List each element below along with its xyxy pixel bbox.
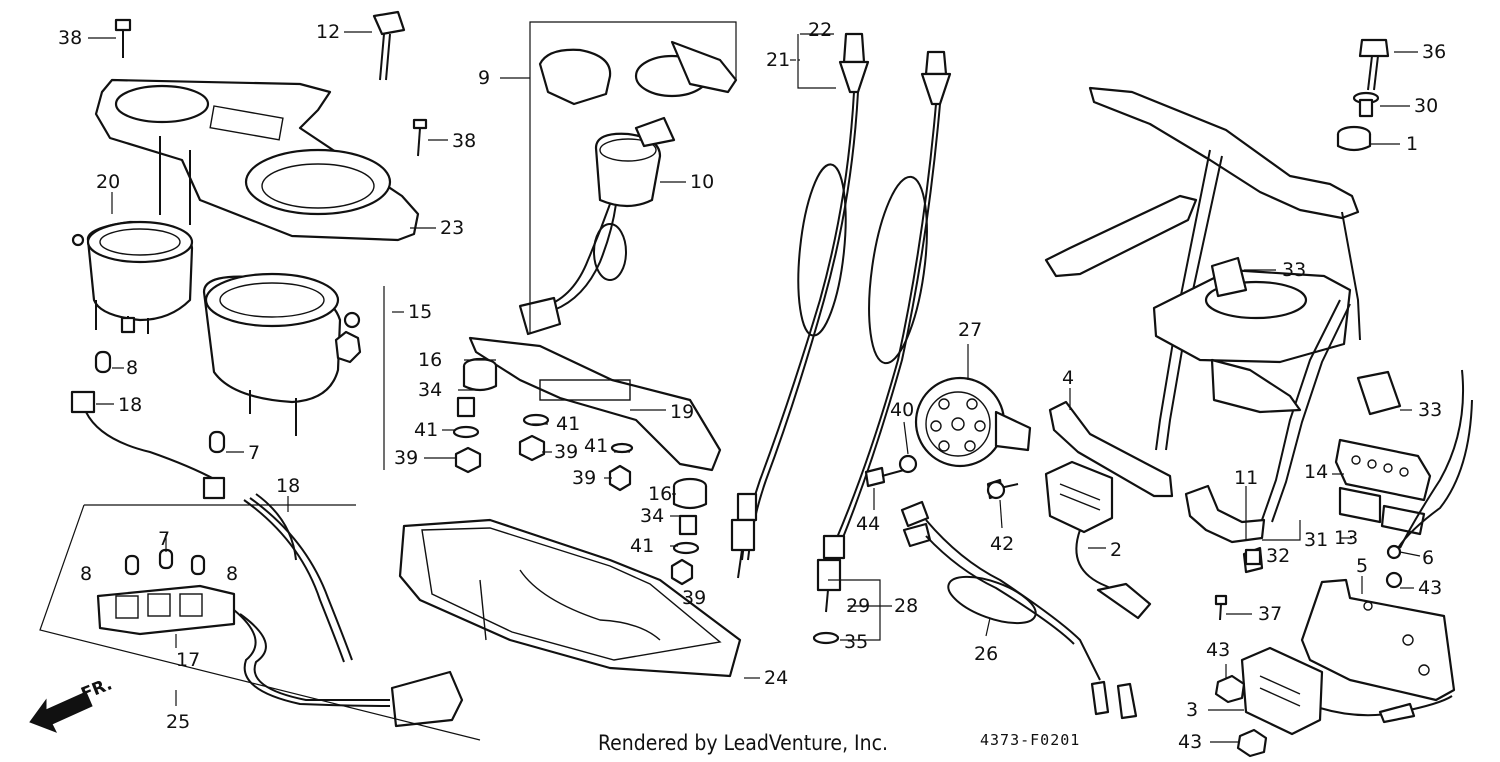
callout-39-b: 39 — [554, 441, 578, 463]
front-direction-label: FR. — [78, 674, 115, 704]
sub-harness-part-25 — [96, 493, 464, 728]
callout-43-b: 43 — [1206, 639, 1230, 661]
bracket-part-5 — [1300, 578, 1456, 702]
callout-16-b: 16 — [648, 483, 672, 505]
callout-17: 17 — [176, 649, 200, 671]
callout-5: 5 — [1356, 555, 1368, 577]
callout-7-a: 7 — [248, 442, 260, 464]
callout-labels: 38 12 38 23 20 9 10 22 21 15 8 18 7 18 1… — [58, 19, 1446, 753]
mount-hardware — [452, 357, 708, 586]
diagram-code: 4373-F0201 — [980, 731, 1081, 749]
speedometer-cable-part-21 — [730, 32, 870, 579]
fasteners — [114, 10, 1403, 758]
callout-6: 6 — [1422, 547, 1434, 569]
callout-38-top: 38 — [58, 27, 82, 49]
callout-40: 40 — [890, 399, 914, 421]
callout-39-a: 39 — [394, 447, 418, 469]
rectifier-part-3 — [1240, 646, 1453, 736]
callout-24: 24 — [764, 667, 788, 689]
callout-1: 1 — [1406, 133, 1418, 155]
horn-part-27 — [864, 376, 1032, 488]
callout-9: 9 — [478, 67, 490, 89]
callout-43-a: 43 — [1418, 577, 1442, 599]
callout-13: 13 — [1334, 527, 1358, 549]
speedometer-part-20 — [71, 220, 194, 334]
mounting-frame — [1044, 86, 1361, 523]
fuse-box-part-14 — [1334, 438, 1432, 536]
callout-29: 29 — [846, 595, 870, 617]
callout-26: 26 — [974, 643, 998, 665]
callout-2: 2 — [1110, 539, 1122, 561]
callout-44: 44 — [856, 513, 880, 535]
callout-10: 10 — [690, 171, 714, 193]
tachometer-cable-part-28 — [812, 50, 952, 645]
callout-14: 14 — [1304, 461, 1328, 483]
callout-42: 42 — [990, 533, 1014, 555]
callout-34-b: 34 — [640, 505, 664, 527]
callout-18-b: 18 — [276, 475, 300, 497]
callout-19: 19 — [670, 401, 694, 423]
leader-lines — [39, 21, 1421, 743]
callout-18-a: 18 — [118, 394, 142, 416]
ground-wire-part-6 — [1386, 369, 1473, 560]
callout-43-c: 43 — [1178, 731, 1202, 753]
callout-31: 31 — [1304, 529, 1328, 551]
callout-4: 4 — [1062, 367, 1074, 389]
callout-20: 20 — [96, 171, 120, 193]
callout-22: 22 — [808, 19, 832, 41]
render-credit: Rendered by LeadVenture, Inc. — [598, 731, 888, 755]
callout-8-c: 8 — [226, 563, 238, 585]
bulbs-and-sockets — [70, 350, 226, 576]
callout-41-c: 41 — [584, 435, 608, 457]
callout-32: 32 — [1266, 545, 1290, 567]
callout-30: 30 — [1414, 95, 1438, 117]
front-direction-arrow: FR. — [29, 674, 115, 733]
meter-case-part-24 — [398, 518, 742, 678]
tachometer-part-15 — [202, 272, 362, 436]
callout-36: 36 — [1422, 41, 1446, 63]
callout-11: 11 — [1234, 467, 1258, 489]
callout-8-a: 8 — [126, 357, 138, 379]
callout-23: 23 — [440, 217, 464, 239]
callout-15: 15 — [408, 301, 432, 323]
callout-25: 25 — [166, 711, 190, 733]
callout-16-a: 16 — [418, 349, 442, 371]
callout-38-mid: 38 — [452, 130, 476, 152]
callout-41-d: 41 — [630, 535, 654, 557]
callout-12: 12 — [316, 21, 340, 43]
callout-35: 35 — [844, 631, 868, 653]
callout-28: 28 — [894, 595, 918, 617]
callout-41-b: 41 — [556, 413, 580, 435]
callout-37: 37 — [1258, 603, 1282, 625]
meter-cover-part-23 — [94, 78, 420, 242]
callout-39-c: 39 — [572, 467, 596, 489]
callout-27: 27 — [958, 319, 982, 341]
callout-39-d: 39 — [682, 587, 706, 609]
callout-8-b: 8 — [80, 563, 92, 585]
callout-33-b: 33 — [1418, 399, 1442, 421]
callout-41-a: 41 — [414, 419, 438, 441]
stay-part-4 — [1048, 400, 1174, 498]
wire-harness-part-26 — [900, 500, 1138, 720]
callout-3: 3 — [1186, 699, 1198, 721]
callout-7-b: 7 — [158, 528, 170, 550]
bracket-part-19 — [468, 336, 722, 472]
rubber-cushions-part-33 — [1210, 256, 1402, 416]
callout-21: 21 — [766, 49, 790, 71]
callout-33-a: 33 — [1282, 259, 1306, 281]
callout-34-a: 34 — [418, 379, 442, 401]
